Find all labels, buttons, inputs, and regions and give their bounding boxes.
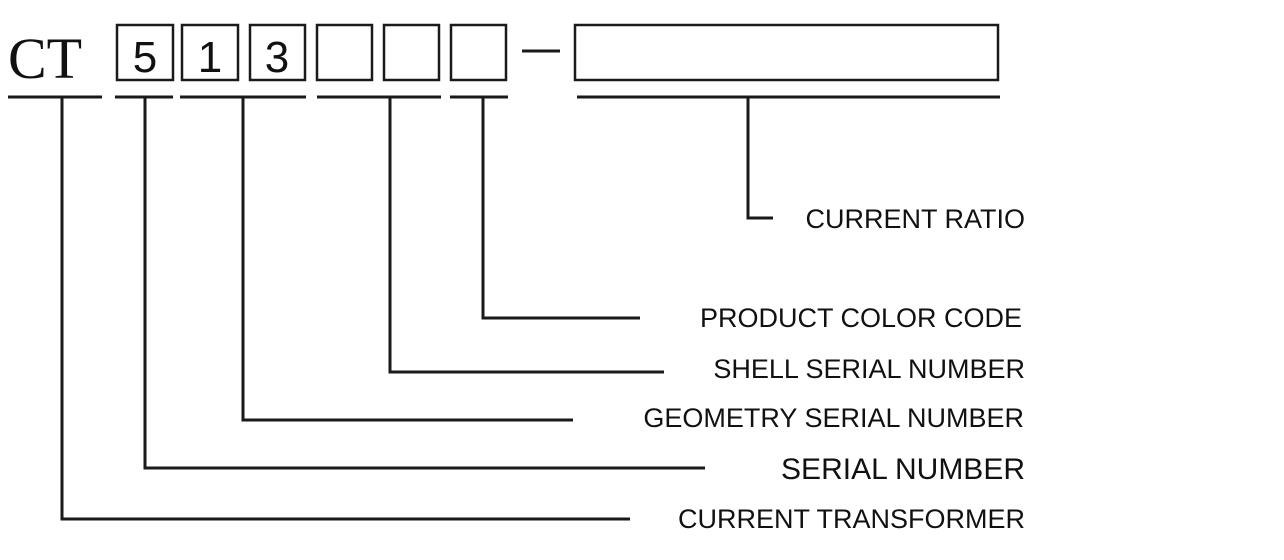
- code-digit: 5: [133, 33, 157, 82]
- leader-current-transformer: [60, 97, 630, 521]
- label-serial-number: SERIAL NUMBER: [781, 453, 1025, 486]
- code-box-1: 5: [115, 23, 175, 82]
- label-current-transformer: CURRENT TRANSFORMER: [678, 504, 1025, 534]
- leader-product-color-code: [481, 97, 640, 320]
- code-box-4: [315, 23, 374, 82]
- leader-shell-serial-number: [388, 97, 664, 374]
- leader-serial-number: [143, 97, 705, 470]
- code-box-6: [449, 23, 508, 82]
- code-box-2: 1: [180, 23, 240, 82]
- leader-geometry-serial-number: [241, 97, 573, 422]
- prefix-ct: CT: [8, 26, 82, 91]
- label-geometry-serial-number: GEOMETRY SERIAL NUMBER: [643, 403, 1024, 433]
- current-ratio-box: [573, 23, 1000, 82]
- code-digit: 1: [198, 33, 222, 82]
- code-digit: 3: [265, 33, 289, 82]
- leader-current-ratio: [746, 97, 773, 220]
- label-product-color-code: PRODUCT COLOR CODE: [700, 303, 1022, 333]
- label-current-ratio: CURRENT RATIO: [805, 204, 1025, 234]
- code-box-5: [382, 23, 441, 82]
- label-shell-serial-number: SHELL SERIAL NUMBER: [713, 354, 1025, 384]
- code-box-3: 3: [248, 23, 307, 82]
